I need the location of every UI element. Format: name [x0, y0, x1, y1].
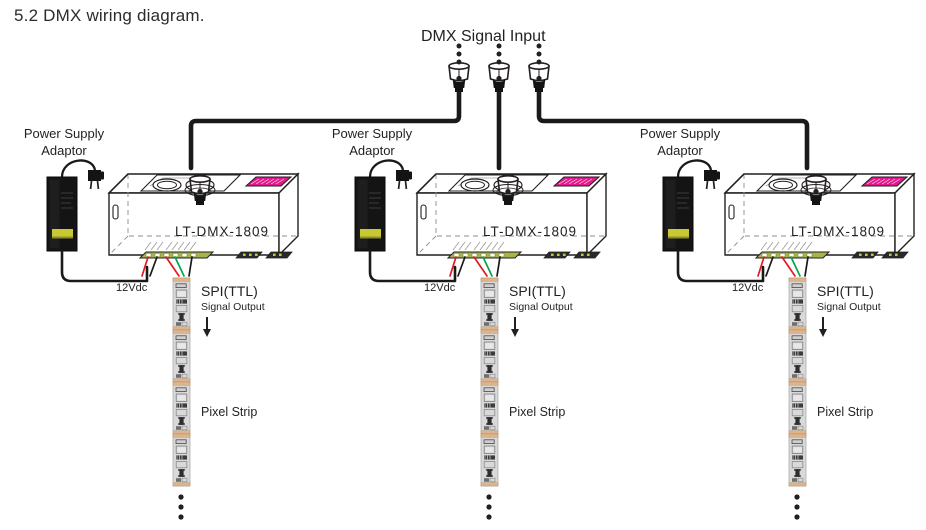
ac-plug-icon — [395, 169, 413, 190]
dc-voltage-label-1: 12Vdc — [116, 282, 148, 294]
pixel-strip — [480, 277, 499, 487]
ac-plug-icon — [703, 169, 721, 190]
dc-voltage-label-3: 12Vdc — [732, 282, 764, 294]
controller-model-1: LT-DMX-1809 — [175, 224, 270, 239]
signal-output-sub-label-1: Signal Output — [201, 301, 265, 313]
power-supply-line1: Power Supply — [23, 126, 105, 141]
power-supply-line2: Adaptor — [41, 143, 87, 158]
dmx-connector-group — [448, 43, 550, 93]
spi-output-label-1: SPI(TTL) — [201, 283, 258, 299]
controller-model-3: LT-DMX-1809 — [791, 224, 886, 239]
controller-model-2: LT-DMX-1809 — [483, 224, 578, 239]
dc-voltage-label-2: 12Vdc — [424, 282, 456, 294]
pixel-strip — [172, 277, 191, 487]
unit-3-group — [662, 159, 916, 520]
down-arrow-icon — [819, 317, 827, 337]
power-supply-adaptor — [662, 176, 694, 252]
power-supply-line2: Adaptor — [657, 143, 703, 158]
pixel-strip-label-2: Pixel Strip — [509, 405, 566, 419]
power-supply-adaptor — [46, 176, 78, 252]
unit-1-group — [46, 159, 300, 520]
power-supply-line1: Power Supply — [639, 126, 721, 141]
dmx-signal-input-label: DMX Signal Input — [421, 28, 546, 45]
ac-plug-icon — [87, 169, 105, 190]
power-supply-label-2: Power Supply Adaptor — [326, 125, 418, 159]
power-supply-adaptor — [354, 176, 386, 252]
spi-output-label-2: SPI(TTL) — [509, 283, 566, 299]
power-supply-label-1: Power Supply Adaptor — [18, 125, 110, 159]
down-arrow-icon — [511, 317, 519, 337]
spi-output-label-3: SPI(TTL) — [817, 283, 874, 299]
power-supply-line1: Power Supply — [331, 126, 413, 141]
down-arrow-icon — [203, 317, 211, 337]
power-supply-line2: Adaptor — [349, 143, 395, 158]
signal-output-sub-label-3: Signal Output — [817, 301, 881, 313]
pixel-strip — [788, 277, 807, 487]
page-title: 5.2 DMX wiring diagram. — [14, 6, 205, 25]
pixel-strip-label-3: Pixel Strip — [817, 405, 874, 419]
unit-2-group — [354, 159, 608, 520]
power-supply-label-3: Power Supply Adaptor — [634, 125, 726, 159]
signal-output-sub-label-2: Signal Output — [509, 301, 573, 313]
pixel-strip-label-1: Pixel Strip — [201, 405, 258, 419]
dmx-trunk-cables — [188, 89, 810, 171]
